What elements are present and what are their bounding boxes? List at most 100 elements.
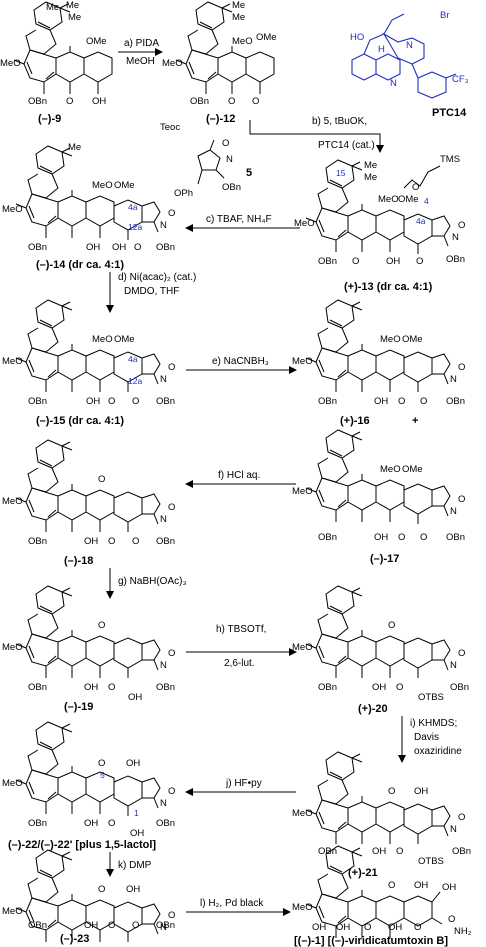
o-label: O [98, 474, 105, 485]
o-label: O [222, 138, 229, 149]
label-23: (–)-23 [60, 933, 89, 945]
obn-label: OBn [318, 396, 337, 407]
me-label: Me [46, 2, 59, 13]
oh-label: OH [84, 536, 98, 547]
meo-label: MeO [2, 204, 23, 215]
ome-label: OMe [86, 36, 107, 47]
locant-4a: 4a [128, 354, 138, 364]
n-label: N [406, 40, 413, 51]
o-label: O [168, 910, 175, 921]
compound-13: TMS Me Me 15 MeO MeO OMe O 4 4a N O OBn … [294, 154, 465, 293]
oh-label: OH [386, 256, 400, 267]
reagent-c: c) TBAF, NH₄F [206, 214, 272, 225]
meo-label: MeO [292, 808, 313, 819]
compound-17: MeO MeO OMe N O OBn OH O O OBn (–)-17 [292, 429, 465, 565]
o-label: O [420, 396, 427, 407]
o-label: O [108, 682, 115, 693]
compound-18: MeO O N O OBn OH O O OBn (–)-18 [2, 439, 175, 567]
n-label: N [452, 232, 459, 243]
oh-label: OH [126, 884, 140, 895]
n-label: N [450, 374, 457, 385]
o-label: O [228, 96, 235, 107]
oh-label: OH [130, 828, 144, 839]
label-19: (–)-19 [64, 701, 93, 713]
o-label: O [66, 96, 73, 107]
o-label: O [132, 396, 139, 407]
reagent-a2: MeOH [126, 56, 155, 67]
reagent-i3: oxaziridine [414, 746, 462, 757]
plus-sign: + [412, 415, 418, 427]
o-label: O [448, 914, 455, 925]
reagent-i: i) KHMDS; [410, 718, 457, 729]
obn-label: OBn [28, 96, 47, 107]
oh-label: OH [86, 396, 100, 407]
o-label: O [416, 256, 423, 267]
compound-21: MeO O OH N O OBn OH O OTBS OBn (+)-21 [292, 751, 471, 879]
obn-label: OBn [156, 536, 175, 547]
meo-label: MeO [380, 464, 401, 475]
obn-label: OBn [28, 242, 47, 253]
o-label: O [98, 758, 105, 769]
label-9: (–)-9 [38, 113, 61, 125]
n-label: N [450, 660, 457, 671]
meo-label: MeO [378, 194, 399, 205]
o-label: O [396, 846, 403, 857]
compound-20: MeO O N O OBn OH O OTBS OBn (+)-20 [292, 585, 469, 715]
o-label: O [168, 208, 175, 219]
obn-label: OBn [446, 254, 465, 265]
label-ptc14: PTC14 [432, 107, 467, 119]
label-20: (+)-20 [358, 703, 388, 715]
obn-label: OBn [318, 532, 337, 543]
tms-label: TMS [440, 154, 460, 165]
reagent-b2: PTC14 (cat.) [318, 140, 375, 151]
reagent-a: a) PIDA [124, 38, 159, 49]
reagent-h2: 2,6-lut. [224, 658, 255, 669]
meo-label: MeO [2, 356, 23, 367]
meo-label: MeO [380, 334, 401, 345]
label-21: (+)-21 [348, 867, 378, 879]
n-label: N [160, 798, 167, 809]
me-label: Me [232, 0, 245, 11]
locant-12a: 12a [128, 222, 142, 232]
oh-label: OH [312, 922, 326, 933]
compound-22: MeO O OH 5 1 N O OBn OH O OH OBn (–)-22/… [2, 721, 175, 851]
otbs-label: OTBS [418, 692, 444, 703]
o-label: O [252, 96, 259, 107]
o-label: O [388, 880, 395, 891]
o-label: O [132, 920, 139, 931]
oh-label: OH [372, 846, 386, 857]
locant-4: 4 [424, 196, 429, 206]
o-label: O [388, 620, 395, 631]
label-12: (–)-12 [206, 113, 235, 125]
obn-label: OBn [190, 96, 209, 107]
obn-label: OBn [318, 682, 337, 693]
reagent-g: g) NaBH(OAc)₃ [118, 576, 187, 587]
obn-label: OBn [222, 182, 241, 193]
reagent-e: e) NaCNBH₃ [212, 356, 269, 367]
reagent-l: l) H₂, Pd black [200, 898, 264, 909]
compound-1: MeO O OH OH O NH₂ OH OH O OH O [(–)-1] [… [292, 845, 472, 947]
obn-label: OBn [28, 682, 47, 693]
reagent-k: k) DMP [118, 860, 152, 871]
br-label: Br [440, 10, 450, 21]
o-label: O [98, 620, 105, 631]
reagent-j: j) HF•py [225, 778, 262, 789]
meo-label: MeO [0, 58, 21, 69]
o-label: O [458, 362, 465, 373]
label-18: (–)-18 [64, 555, 93, 567]
oh-label: OH [128, 692, 142, 703]
oh-label: OH [442, 882, 456, 893]
locant-15: 15 [336, 168, 346, 178]
meo-label: MeO [92, 180, 113, 191]
o-label: O [168, 362, 175, 373]
reagent-h: h) TBSOTf, [216, 624, 266, 635]
compound-12: Me Me MeO MeO OMe OBn O O (–)-12 [162, 0, 277, 125]
reagent-i2: Davis [414, 732, 439, 743]
me-label: Me [68, 12, 81, 23]
ome-label: OMe [256, 32, 277, 43]
o-label: O [352, 256, 359, 267]
oh-label: OH [126, 758, 140, 769]
label-16: (+)-16 [340, 415, 370, 427]
o-label: O [398, 532, 405, 543]
